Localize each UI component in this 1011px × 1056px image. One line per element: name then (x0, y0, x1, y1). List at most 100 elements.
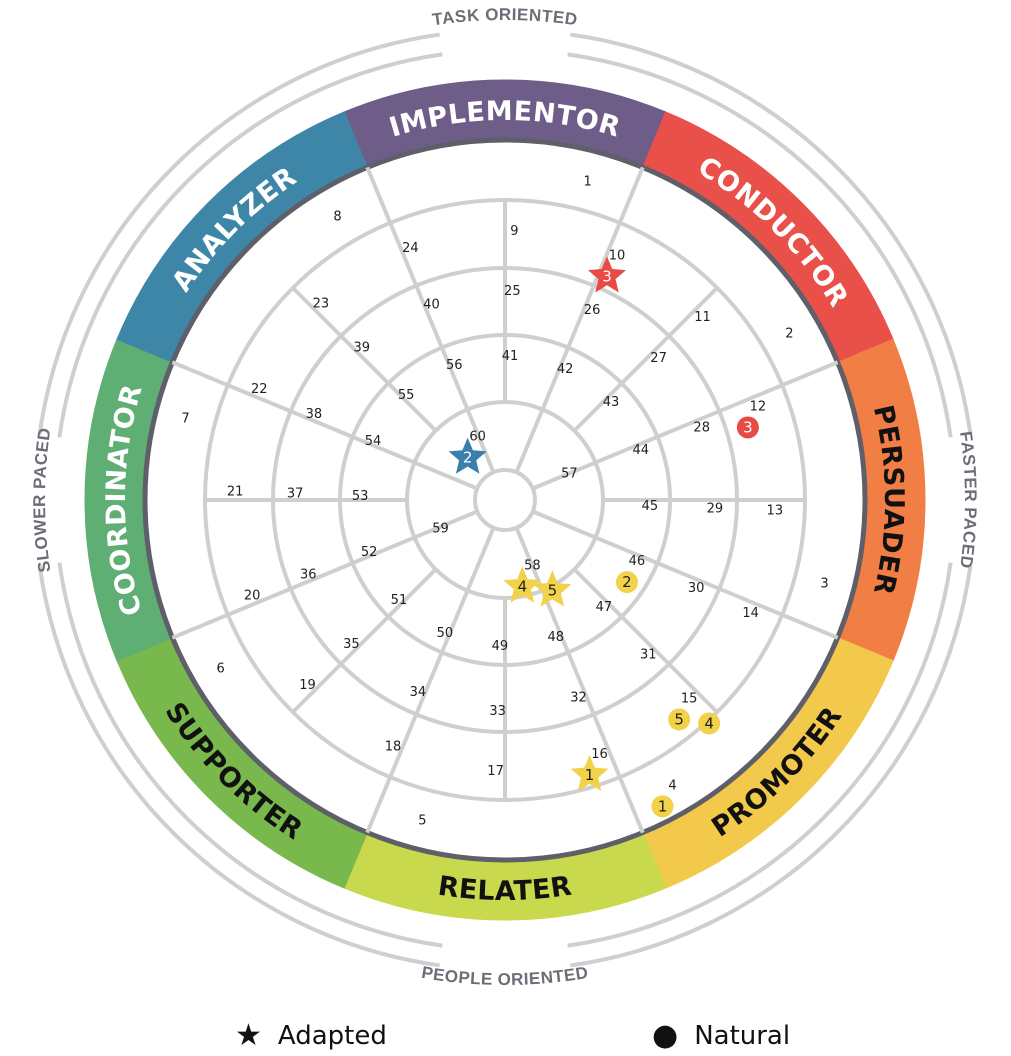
natural-marker: 1 (651, 795, 674, 818)
direction-arc (567, 52, 953, 438)
marker-label: 2 (622, 573, 632, 591)
grid-spoke (365, 166, 496, 474)
direction-arcs (37, 32, 973, 968)
segment-number: 40 (423, 297, 440, 312)
direction-arc (570, 32, 973, 435)
segment-number: 58 (524, 558, 541, 573)
segment-number: 54 (365, 434, 382, 449)
grid-spoke (365, 526, 496, 834)
adapted-marker: 1 (570, 754, 609, 792)
segment-number: 10 (609, 248, 626, 263)
segment-number: 48 (548, 630, 565, 645)
star-icon (448, 437, 487, 474)
segment-number: 38 (306, 407, 323, 422)
segment-number: 8 (333, 210, 341, 225)
circle-icon: ● (652, 1018, 679, 1053)
marker-label: 3 (743, 418, 753, 436)
direction-arc (570, 565, 973, 968)
grid-spoke-minor (291, 286, 438, 433)
axis-label-bottom: PEOPLE ORIENTED (420, 963, 590, 989)
segment-number: 27 (650, 351, 667, 366)
segment-number: 23 (313, 297, 330, 312)
grid-spoke (514, 166, 645, 474)
star-icon (587, 256, 626, 293)
segment-number: 9 (510, 224, 518, 239)
segment-number: 37 (287, 487, 304, 502)
segment-number: 7 (181, 411, 189, 426)
segment-number: 36 (300, 568, 317, 583)
segment-number: 29 (707, 501, 724, 516)
natural-marker: 4 (698, 712, 721, 735)
segment-number: 15 (681, 691, 698, 706)
direction-arc (57, 562, 443, 948)
segment-number: 4 (668, 778, 676, 793)
star-icon: ★ (235, 1018, 262, 1053)
direction-arc (57, 52, 443, 438)
segment-number: 44 (633, 443, 650, 458)
segment-number: 49 (492, 639, 509, 654)
segment-number: 26 (584, 303, 601, 318)
segment-number: 51 (391, 593, 408, 608)
adapted-marker: 2 (448, 437, 487, 474)
style-label-relater: RELATER (436, 871, 574, 907)
grid-spoke (514, 526, 645, 834)
grid-spoke-minor (572, 286, 719, 433)
segment-number: 32 (570, 691, 587, 706)
segment-number: 12 (750, 399, 767, 414)
marker-label: 3 (602, 267, 612, 285)
star-icon (533, 570, 572, 607)
circle-icon (668, 708, 691, 731)
segment-number: 28 (693, 420, 710, 435)
segment-number: 59 (432, 521, 449, 536)
segment-number: 30 (688, 581, 705, 596)
marker-label: 5 (548, 581, 558, 599)
marker-label: 1 (585, 766, 595, 784)
adapted-marker: 4 (503, 566, 542, 603)
segment-number: 14 (742, 606, 759, 621)
grid-spoke (171, 360, 479, 491)
segment-numbers: 1234567891011121314151617181920212223242… (181, 175, 828, 829)
natural-marker: 2 (615, 571, 638, 594)
segment-number: 5 (418, 813, 426, 828)
grid-spoke (171, 509, 479, 640)
segment-number: 57 (561, 467, 578, 482)
segment-number: 11 (694, 310, 711, 325)
adapted-marker: 3 (587, 256, 626, 293)
segment-number: 60 (469, 430, 486, 445)
segment-number: 19 (299, 678, 316, 693)
segment-number: 13 (767, 503, 784, 518)
marker-label: 1 (658, 797, 668, 815)
segment-number: 22 (251, 382, 268, 397)
circle-icon (651, 795, 674, 818)
grid-spoke (531, 509, 839, 640)
natural-marker: 5 (668, 708, 691, 731)
marker-label: 5 (674, 710, 684, 728)
segment-number: 50 (437, 626, 454, 641)
segment-number: 45 (642, 499, 659, 514)
marker-label: 4 (704, 714, 714, 732)
segment-number: 6 (217, 661, 225, 676)
grid-spoke-minor (291, 567, 438, 714)
segment-number: 1 (583, 175, 591, 190)
segment-number: 16 (591, 747, 608, 762)
segment-number: 46 (629, 554, 646, 569)
direction-arc (37, 565, 440, 968)
segment-number: 34 (410, 685, 427, 700)
legend-natural: ● Natural (652, 1016, 790, 1056)
grid-ring (473, 468, 537, 532)
segment-number: 52 (361, 545, 378, 560)
segment-number: 17 (487, 764, 504, 779)
segment-number: 56 (446, 358, 463, 373)
segment-number: 3 (820, 577, 828, 592)
circle-icon (615, 571, 638, 594)
star-icon (503, 566, 542, 603)
segment-number: 43 (603, 395, 620, 410)
segment-grid (171, 166, 839, 834)
segment-number: 25 (504, 284, 521, 299)
segment-number: 24 (402, 241, 419, 256)
adapted-marker: 5 (533, 570, 572, 607)
segment-number: 39 (354, 340, 371, 355)
direction-arc (567, 562, 953, 948)
segment-number: 53 (352, 489, 369, 504)
legend-adapted-label: Adapted (277, 1021, 387, 1051)
